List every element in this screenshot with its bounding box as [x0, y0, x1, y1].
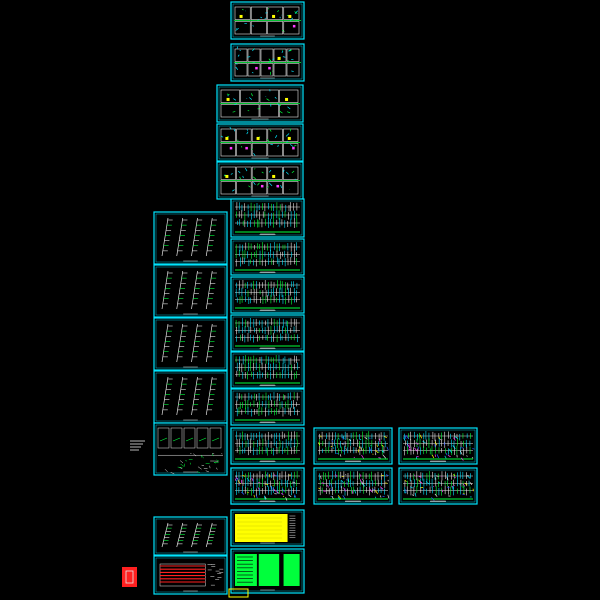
sheet-inner-frame [232, 469, 303, 503]
legend-sheet-green [230, 548, 305, 594]
floor-plan-sheet-5 [216, 161, 304, 200]
sheet-inner-frame [155, 424, 226, 474]
system-diagram-sheet-2 [153, 264, 228, 318]
schedule-sheet-bottom [153, 555, 228, 595]
sheet-frame [153, 370, 228, 424]
detail-sheet [153, 422, 228, 476]
sheet-inner-frame [218, 125, 302, 160]
elevation-sheet-2 [230, 238, 305, 276]
floor-plan-sheet-2 [230, 43, 305, 82]
elevation-sheet-5 [230, 351, 305, 389]
sheet-inner-frame [218, 163, 302, 198]
sheet-inner-frame [315, 469, 391, 503]
sheet-inner-frame [155, 372, 226, 422]
side-note-marks [130, 440, 145, 451]
sheet-frame [153, 264, 228, 318]
sheet-frame [398, 427, 478, 465]
elevation-sheet-right-3 [398, 427, 478, 465]
sheet-frame [153, 422, 228, 476]
sheet-inner-frame [232, 429, 303, 463]
elevation-sheet-9 [230, 467, 305, 505]
system-diagram-sheet-3 [153, 317, 228, 371]
title-block-mark [228, 588, 249, 598]
floor-plan-sheet-3 [216, 84, 304, 123]
elevation-sheet-6 [230, 388, 305, 426]
sheet-inner-frame [400, 429, 476, 463]
sheet-inner-frame [232, 550, 303, 592]
drawing-sheets [153, 1, 478, 595]
sheet-frame [230, 238, 305, 276]
sheet-frame [153, 211, 228, 265]
sheet-inner-frame [232, 240, 303, 274]
sheet-frame [230, 198, 305, 238]
sheet-frame [153, 555, 228, 595]
sheet-inner-frame [232, 511, 303, 545]
sheet-inner-frame [155, 557, 226, 593]
sheet-inner-frame [155, 518, 226, 554]
sheet-inner-frame [232, 45, 303, 80]
elevation-sheet-7 [230, 427, 305, 465]
floor-plan-sheet-4 [216, 123, 304, 162]
sheet-frame [153, 516, 228, 556]
sheet-inner-frame [315, 429, 391, 463]
sheet-inner-frame [232, 3, 303, 38]
sheet-frame [230, 314, 305, 352]
stamp-mark [122, 567, 137, 587]
sheet-frame [230, 427, 305, 465]
sheet-inner-frame [218, 86, 302, 121]
sheet-inner-frame [232, 353, 303, 387]
riser-sheet-bottom [153, 516, 228, 556]
elevation-sheet-right-4 [398, 467, 478, 505]
elevation-sheet-3 [230, 276, 305, 314]
sheet-inner-frame [400, 469, 476, 503]
sheet-inner-frame [232, 200, 303, 236]
elevation-sheet-right-2 [313, 467, 393, 505]
elevation-sheet-right-1 [313, 427, 393, 465]
sheet-inner-frame [155, 319, 226, 369]
floor-plan-sheet-1 [230, 1, 305, 40]
sheet-frame [230, 388, 305, 426]
sheet-inner-frame [232, 390, 303, 424]
sheet-inner-frame [155, 266, 226, 316]
elevation-sheet-1 [230, 198, 305, 238]
loose-annotations [122, 440, 249, 598]
sheet-inner-frame [232, 316, 303, 350]
system-diagram-sheet-1 [153, 211, 228, 265]
sheet-inner-frame [155, 213, 226, 263]
sheet-frame [153, 317, 228, 371]
system-diagram-sheet-4 [153, 370, 228, 424]
sheet-inner-frame [232, 278, 303, 312]
sheet-frame [313, 467, 393, 505]
notes-sheet-yellow [230, 509, 305, 547]
elevation-sheet-4 [230, 314, 305, 352]
stamp-inner [125, 570, 134, 584]
